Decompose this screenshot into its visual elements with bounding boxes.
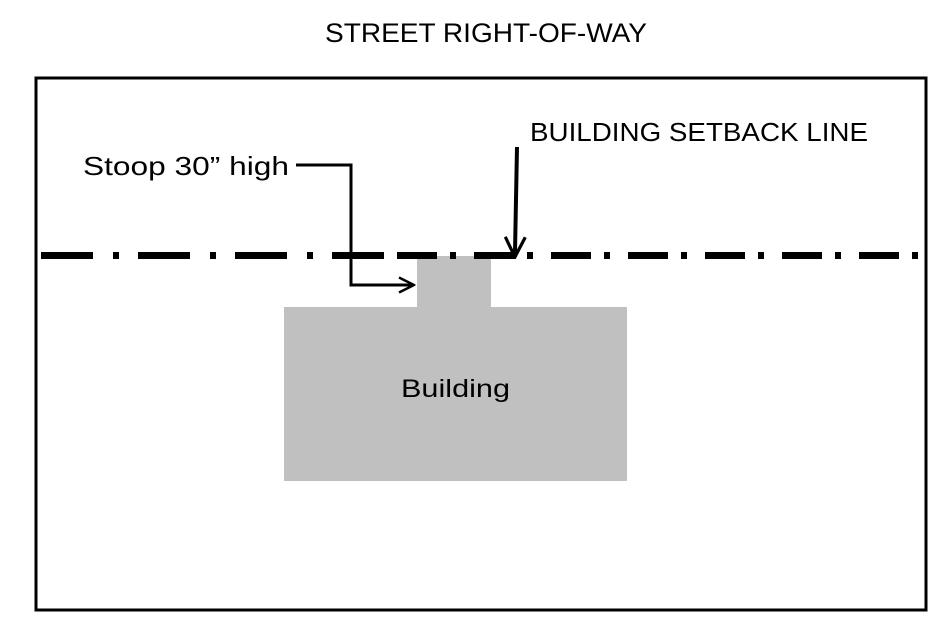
lot-boundary <box>34 76 928 612</box>
building <box>284 307 627 481</box>
setback-line-label: BUILDING SETBACK LINE <box>530 117 868 147</box>
street-right-of-way-title: STREET RIGHT-OF-WAY <box>325 18 647 48</box>
setback-leader-arrow <box>483 146 549 257</box>
stoop-label: Stoop 30” high <box>83 151 289 181</box>
stoop <box>417 256 491 308</box>
building-label: Building <box>401 375 510 403</box>
stoop-leader-arrow <box>296 163 414 285</box>
